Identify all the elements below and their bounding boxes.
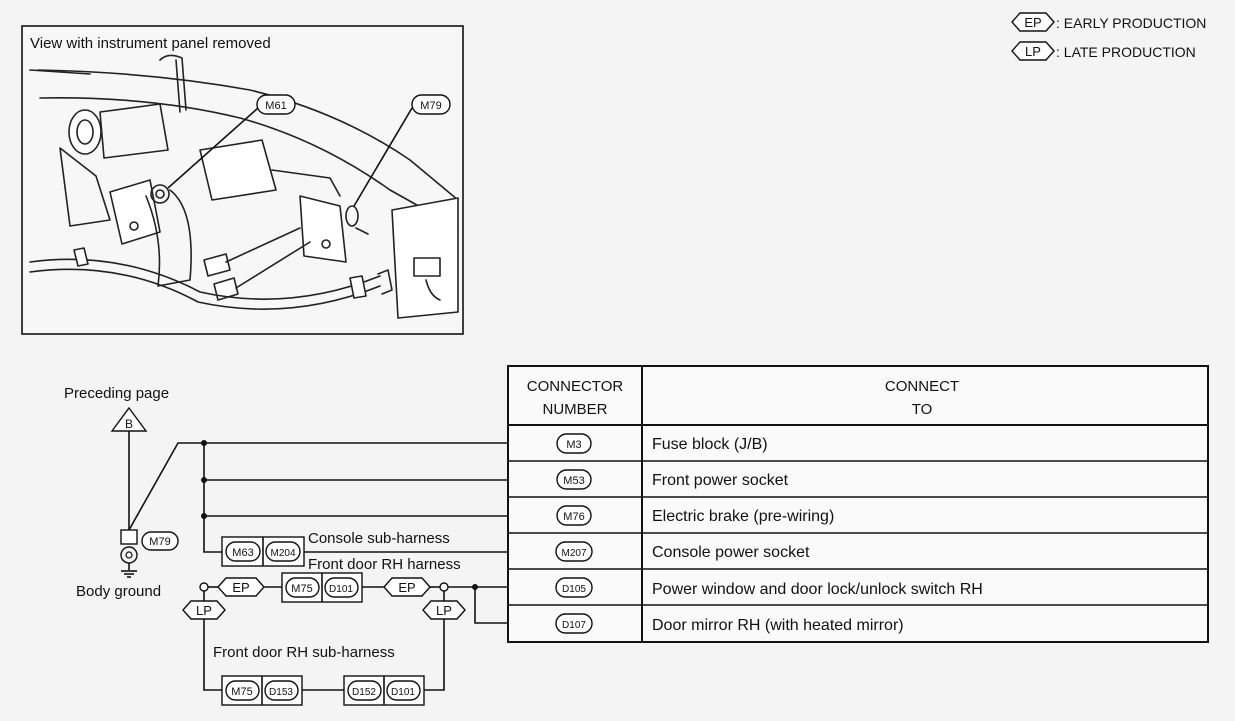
illustration-caption: View with instrument panel removed <box>30 35 271 52</box>
lp-legend-text: : LATE PRODUCTION <box>1056 44 1196 60</box>
row-connector-badge <box>555 541 593 562</box>
row-connect-to: Door mirror RH (with heated mirror) <box>652 617 904 634</box>
connector-d153-text: D153 <box>269 687 293 698</box>
legend: EP : EARLY PRODUCTION LP : LATE PRODUCTI… <box>1011 12 1206 61</box>
ground-connector-text: M79 <box>149 536 170 548</box>
ep-tag-left-text: EP <box>232 580 249 595</box>
table-frame <box>507 365 1209 643</box>
wire-d107 <box>474 587 508 624</box>
lp-tag-left-text: LP <box>196 603 212 618</box>
console-branch <box>203 519 222 553</box>
row-connect-to: Electric brake (pre-wiring) <box>652 508 834 525</box>
callout-m79-text: M79 <box>420 100 441 112</box>
table-row: M207 Console power socket <box>555 541 810 562</box>
connector-d101-ep <box>324 577 359 598</box>
row-connector-badge <box>556 433 592 454</box>
lp-legend-tag <box>1011 41 1055 61</box>
row-connector-badge <box>555 577 593 598</box>
connector-d101-lp-text: D101 <box>391 687 415 698</box>
row-connector: M3 <box>566 439 581 451</box>
lp-tag-right <box>422 600 466 620</box>
lp-tag-left <box>182 600 226 620</box>
connector-table: CONNECTOR NUMBER CONNECT TO M3 Fuse bloc… <box>507 365 1209 643</box>
instrument-panel-sketch <box>29 54 459 319</box>
row-connect-to: Console power socket <box>652 544 810 561</box>
connector-d152-text: D152 <box>352 687 376 698</box>
ep-legend-tag-text: EP <box>1024 15 1041 30</box>
header-number: NUMBER <box>542 401 607 418</box>
callout-m61-text: M61 <box>265 100 286 112</box>
connector-d101-ep-text: D101 <box>329 584 353 595</box>
row-connector-badge <box>556 469 592 490</box>
connector-d101-lp <box>386 680 421 701</box>
harness-schematic: Preceding page B M79 Body ground M63 M20… <box>64 385 508 706</box>
preceding-page-tag: B <box>125 417 133 431</box>
connector-m75-lp-text: M75 <box>231 686 252 698</box>
ground-connector-m79 <box>141 531 179 551</box>
connector-m75-ep <box>285 577 320 598</box>
connector-d153 <box>264 680 299 701</box>
connector-d152 <box>347 680 382 701</box>
row-connector-badge <box>555 613 593 634</box>
table-row: M53 Front power socket <box>556 469 789 490</box>
row-connect-to: Power window and door lock/unlock switch… <box>652 581 983 598</box>
table-row: M3 Fuse block (J/B) <box>556 433 768 454</box>
row-connect-to: Fuse block (J/B) <box>652 436 768 453</box>
connector-m63 <box>225 541 261 562</box>
row-connect-to: Front power socket <box>652 472 789 489</box>
table-row: M76 Electric brake (pre-wiring) <box>556 505 834 526</box>
ep-legend-text: : EARLY PRODUCTION <box>1056 15 1206 31</box>
callout-m61 <box>256 94 296 115</box>
row-connector: M53 <box>563 475 584 487</box>
preceding-page-label: Preceding page <box>64 385 169 402</box>
connector-m63-text: M63 <box>232 547 253 559</box>
connector-m204 <box>265 541 301 562</box>
connector-m204-text: M204 <box>270 548 295 559</box>
instrument-panel-illustration: View with instrument panel removed <box>21 25 464 335</box>
callout-m61-leader <box>167 107 259 189</box>
callout-m79-leader <box>353 107 413 207</box>
body-ground-label: Body ground <box>76 583 161 600</box>
lp-tag-right-text: LP <box>436 603 452 618</box>
header-connect: CONNECT <box>885 378 959 395</box>
row-connector: M76 <box>563 511 584 523</box>
lp-legend-tag-text: LP <box>1025 44 1041 59</box>
table-row: D107 Door mirror RH (with heated mirror) <box>555 613 904 634</box>
front-door-sub-harness-label: Front door RH sub-harness <box>213 644 395 661</box>
ground-terminal <box>120 529 138 545</box>
ep-tag-right-text: EP <box>398 580 415 595</box>
front-door-harness-label: Front door RH harness <box>308 556 461 573</box>
table-row: D105 Power window and door lock/unlock s… <box>555 577 983 598</box>
row-connector: M207 <box>561 548 586 559</box>
callout-m79 <box>411 94 451 115</box>
header-to: TO <box>912 401 933 418</box>
row-connector: D107 <box>562 620 586 631</box>
ep-legend-tag <box>1011 12 1055 32</box>
row-connector: D105 <box>562 584 586 595</box>
connector-m75-lp <box>225 680 260 701</box>
connector-m75-ep-text: M75 <box>291 583 312 595</box>
row-connector-badge <box>556 505 592 526</box>
header-connector: CONNECTOR <box>527 378 624 395</box>
ground-eyelet <box>120 546 138 564</box>
wire-m3 <box>128 442 508 531</box>
console-sub-harness-label: Console sub-harness <box>308 530 450 547</box>
